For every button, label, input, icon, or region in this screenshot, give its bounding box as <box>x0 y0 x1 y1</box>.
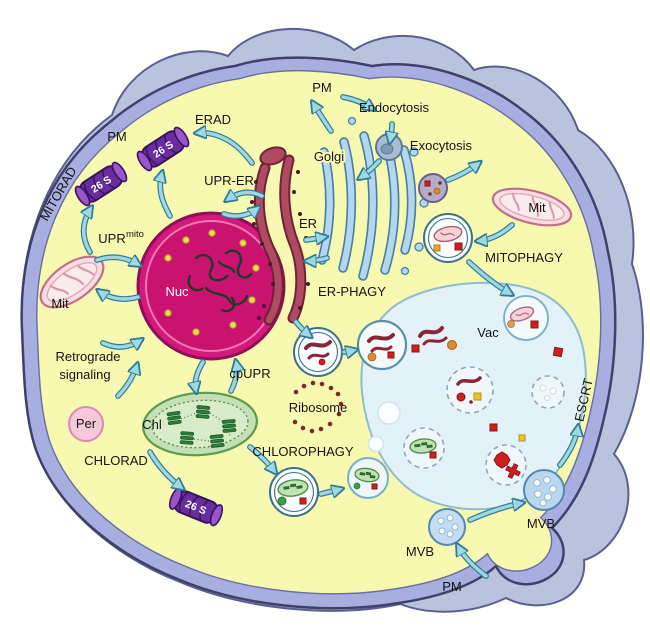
arrow-nucleus-to-mito <box>99 291 140 299</box>
ribosome-cluster <box>292 380 344 434</box>
label-golgi: Golgi <box>314 149 344 164</box>
arrow-er-to-golgi <box>304 237 325 240</box>
pathway-arrows <box>84 94 578 579</box>
arrow-mito-to-proteasome-left <box>84 208 91 254</box>
vacuole-body-er <box>446 366 494 414</box>
arrow-mvb-escrt <box>558 427 578 467</box>
label-mit-right: Mit <box>528 200 546 215</box>
peroxisome <box>68 406 104 442</box>
vacuole-cargo <box>367 346 564 453</box>
nucleus <box>136 211 286 361</box>
arrow-nucleus-to-proteasome-top <box>160 173 172 218</box>
arrow-retrograde-a <box>101 340 141 347</box>
arrow-chlorad <box>148 450 182 488</box>
exosome <box>418 173 448 203</box>
label-mitophagy: MITOPHAGY <box>485 250 563 265</box>
mvb-bottom <box>428 508 466 546</box>
label-er: ER <box>299 216 317 231</box>
arrow-upr-mito <box>95 257 139 265</box>
erphagy-autophagosome <box>293 327 343 377</box>
vacuole-er-fragment <box>411 326 457 353</box>
label-upr-mito: UPR <box>98 231 125 246</box>
label-upr-mito-sup: mito <box>126 229 144 240</box>
vacuole-fusing-autophagosome-er <box>356 319 408 371</box>
label-mvb-right: MVB <box>527 516 555 531</box>
label-ribosome: Ribosome <box>289 400 348 415</box>
vacuole-body-chloro <box>403 427 445 469</box>
arrow-cpupr-down <box>195 360 205 391</box>
label-mvb-bottom: MVB <box>406 544 434 559</box>
label-upr-er: UPR-ER <box>204 173 254 188</box>
mitophagy-autophagosome <box>423 213 473 263</box>
arrow-pm-to-mvb <box>458 546 488 578</box>
label-er-phagy: ER-PHAGY <box>318 284 386 299</box>
arrow-erphagy-to-vacuole <box>342 350 355 352</box>
arrow-golgi-to-pm <box>313 103 333 133</box>
proteasome-26s-bottom: 26 S <box>168 487 224 527</box>
arrow-mitophagy-to-vacuole <box>467 260 511 294</box>
label-per: Per <box>76 416 97 431</box>
chloroplast <box>141 391 259 457</box>
arrow-exocytosis-to-pm <box>446 163 479 182</box>
vacuole-vesicle-mito <box>503 295 549 341</box>
arrow-er-to-autophagosome <box>294 320 310 336</box>
label-endocytosis: Endocytosis <box>359 100 430 115</box>
vacuole <box>360 281 587 511</box>
chromatin <box>187 249 253 313</box>
label-chlorophagy: CHLOROPHAGY <box>252 444 353 459</box>
label-mit-left: Mit <box>51 296 69 311</box>
arrow-retrograde-b <box>116 365 137 398</box>
chlorophagy-autophagosome <box>269 467 319 517</box>
label-pm-top: PM <box>312 80 332 95</box>
arrow-mvb-to-mvb <box>468 503 522 522</box>
label-pm-bottom: PM <box>442 579 462 594</box>
vacuole-body-empty <box>531 375 565 409</box>
proteasome-26s-top: 26 S <box>136 126 190 172</box>
mvb-right <box>523 469 565 511</box>
arrow-er-to-nucleus <box>227 193 264 200</box>
label-nuc: Nuc <box>165 284 189 299</box>
label-pm-top-left: PM <box>107 129 127 144</box>
label-exocytosis: Exocytosis <box>410 138 473 153</box>
mitochondrion-right <box>491 187 573 227</box>
nuclear-speckles <box>164 229 260 336</box>
label-chl: Chl <box>142 417 162 432</box>
proteasome-26s-left: 26 S <box>74 161 128 207</box>
vacuole-body-aggregates <box>485 444 527 486</box>
arrow-golgi-to-er <box>307 258 329 261</box>
arrow-erad <box>197 133 254 165</box>
label-cpupr: cpUPR <box>229 366 270 381</box>
label-vac: Vac <box>477 325 499 340</box>
arrow-cpupr-up <box>229 362 237 393</box>
label-retrograde-2: signaling <box>59 367 110 382</box>
label-chlorad: CHLORAD <box>84 453 148 468</box>
label-erad: ERAD <box>195 112 231 127</box>
label-retrograde-1: Retrograde <box>55 349 120 364</box>
arrow-chl-to-autophagosome <box>248 445 275 472</box>
thylakoids <box>166 405 237 448</box>
arrow-nucleus-to-er <box>222 208 258 216</box>
arrow-endosome-inward <box>360 159 381 178</box>
vacuole-fusing-autophagosome-chloro <box>347 457 389 499</box>
arrow-chlorophagy-to-vacuole <box>319 489 341 494</box>
arrow-endocytosis-to-endosome <box>390 122 392 141</box>
arrow-mito-to-autophagosome <box>478 223 514 241</box>
arrow-pm-to-endocytosis <box>341 95 373 109</box>
